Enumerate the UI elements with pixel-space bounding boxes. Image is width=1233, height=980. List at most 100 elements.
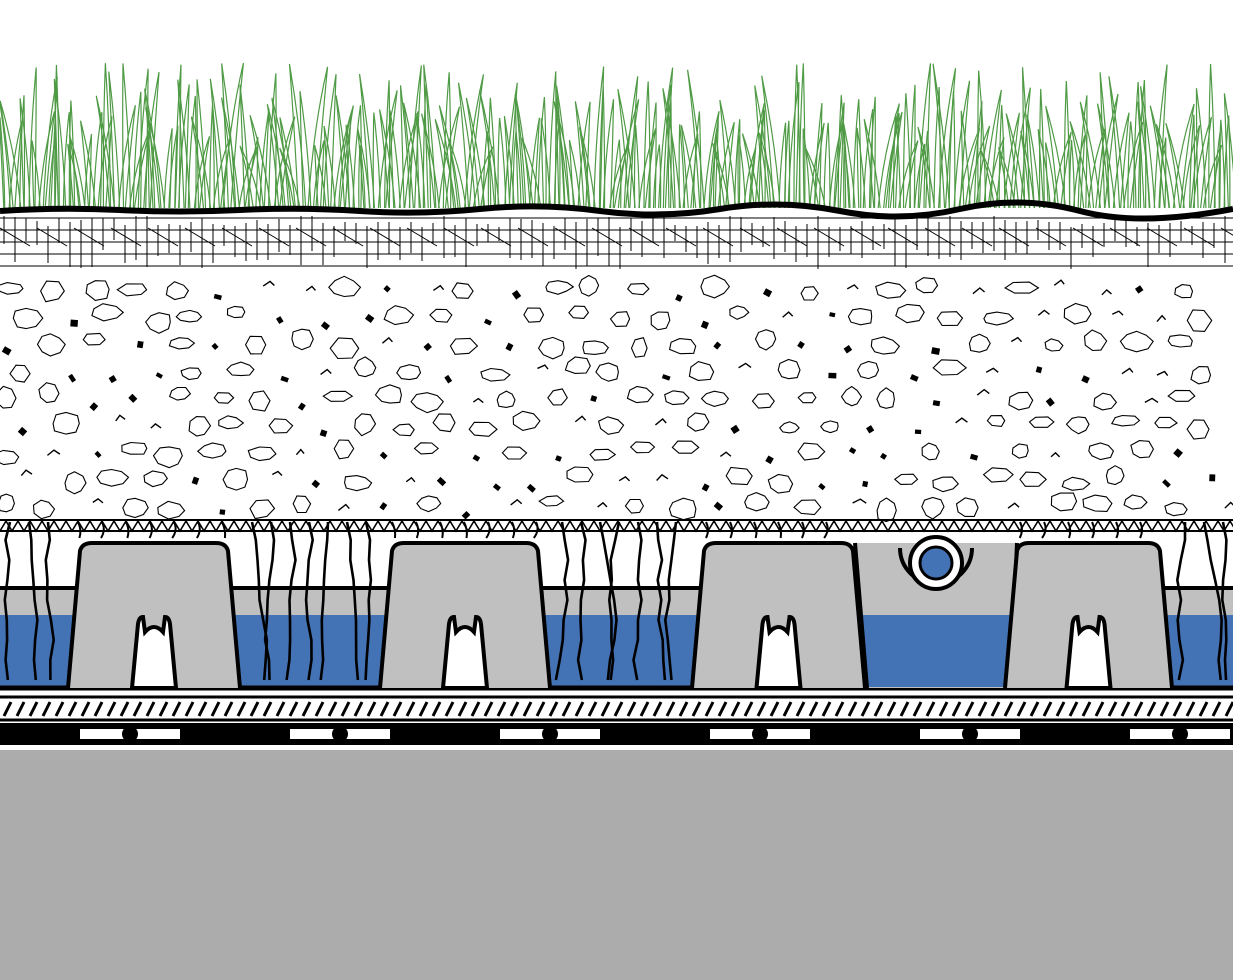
grass-blade [335,95,351,209]
grass-blade [95,95,115,209]
gravel-fragment [782,311,794,318]
gravel-stone [1164,502,1188,517]
gravel-stone [85,280,110,301]
hatch-line [80,701,91,717]
gravel-grain [383,285,391,293]
gravel-grain [914,429,922,435]
gravel-grain [297,402,306,411]
gravel-stone [64,471,87,495]
grass-blade [843,147,851,209]
grass-blade [487,97,497,209]
drainage-element-icon [692,543,865,688]
hatch-line [665,701,676,717]
gravel-fragment [1101,288,1112,296]
hatch-line [262,701,273,717]
gravel-stone [328,275,362,298]
hatch-line [210,701,221,717]
gravel-fragment [738,362,752,369]
gravel-stone [226,361,255,377]
hatch-line [28,701,39,717]
mesh-diagonal [110,227,142,247]
grass-blade [1069,121,1091,209]
gravel-stone [116,283,148,297]
hatch-line [1094,701,1105,717]
gravel-grain [843,345,853,354]
grass-blade [809,122,825,209]
grass-blade [31,140,41,209]
fleece-line [0,519,1233,533]
gravel-stone [751,393,775,409]
gravel-stone [333,439,355,460]
mesh-diagonal [628,227,660,247]
grass-blade [239,84,251,209]
grass-blade [273,116,296,209]
element-outline [690,541,867,689]
grass-blade [1223,115,1231,209]
grass-blade [92,112,103,209]
grass-blade [758,109,766,209]
gravel-grain [219,509,226,515]
gravel-stone [175,309,203,323]
hatch-line [1185,701,1196,717]
gravel-fragment [1010,336,1023,343]
grass-blade [514,94,527,209]
grass-blade [887,112,900,209]
hatch-line [1003,701,1014,717]
element-notch [1064,614,1113,690]
gravel-grain [472,454,481,462]
hatch-line [509,701,520,717]
gravel-stone [1154,416,1178,429]
hatch-line [899,701,910,717]
grass-blade [898,140,919,209]
grass-blade [734,119,741,209]
hatch-line [145,701,156,717]
gravel-stone [501,446,528,460]
grass-blade [1132,81,1142,209]
gravel-fragment [1007,502,1020,509]
gravel-stone [1105,465,1125,486]
gravel-stone [1190,366,1212,385]
hatch-line [236,701,247,717]
grass-blade [717,121,735,209]
gravel-stone [9,364,31,383]
gravel-stone [893,473,919,485]
hatch-line [652,701,663,717]
gravel-grain [1081,375,1090,384]
gravel-grain [311,479,321,489]
hatch-line [2,701,13,717]
grass-blade [497,118,507,209]
fleece-zigzag [0,519,1233,533]
root-strand [250,521,269,681]
gravel-fragment [1121,367,1134,375]
gravel-fragment [271,470,283,476]
gravel-grain [866,425,875,434]
hatch-line [1146,701,1157,717]
gravel-stone [609,311,631,327]
mesh-diagonal [0,227,31,247]
gravel-grain [909,374,919,382]
grass-blade [187,95,197,209]
hatch-line [132,701,143,717]
gravel-grain [713,501,724,511]
grass-blade [623,76,639,209]
gravel-fragment [382,336,393,344]
mesh-diagonal [184,227,216,247]
gravel-stone [564,356,591,374]
gravel-substrate [0,274,1233,523]
mesh-diagonal [665,227,697,247]
gravel-stone [819,420,839,434]
membrane-marks [80,726,1230,742]
mesh-diagonal [147,227,179,247]
gravel-stone [218,415,245,430]
mesh-diagonal [517,227,549,247]
hatch-line [756,701,767,717]
gravel-grain [1045,397,1055,407]
grass-blade [399,85,411,209]
hatch-line [41,701,52,717]
grass-blade [266,104,286,209]
gravel-stone [329,337,360,360]
grass-blade [1158,137,1167,209]
gravel-grain [730,424,740,435]
gravel-stone [38,382,60,404]
hatch-line [1042,701,1053,717]
